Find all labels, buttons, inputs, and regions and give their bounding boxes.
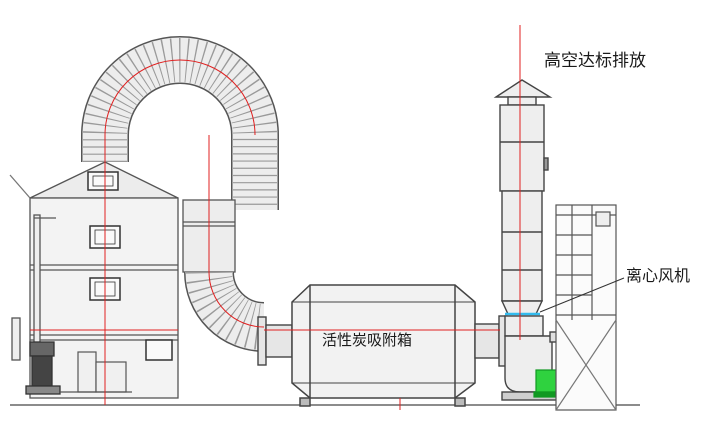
exhaust-stack xyxy=(493,79,553,315)
tower-windows xyxy=(87,171,173,361)
carbon-box-label: 活性炭吸附箱 xyxy=(322,331,413,349)
water-tank xyxy=(60,351,132,393)
fan-label: 离心风机 xyxy=(626,266,691,285)
access-ladder xyxy=(555,204,617,411)
fan-inlet-duct xyxy=(474,315,508,367)
duct-elbow xyxy=(184,270,266,352)
pump xyxy=(25,341,61,395)
carbon-box xyxy=(291,284,476,407)
fan-leader-line xyxy=(539,277,625,313)
duct-flange-left xyxy=(257,316,293,366)
side-pipe xyxy=(11,214,56,361)
stack-label: 高空达标排放 xyxy=(544,51,646,71)
gas-flow-path xyxy=(30,25,521,410)
